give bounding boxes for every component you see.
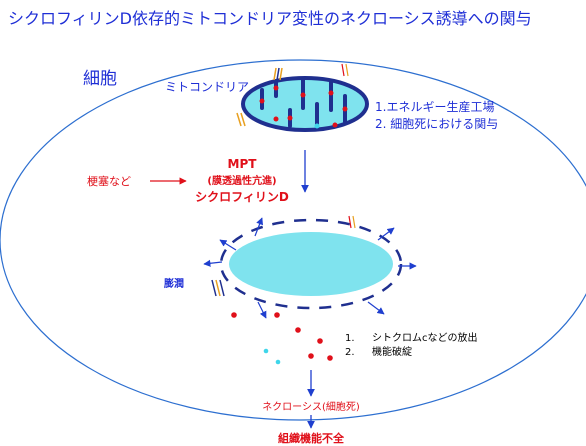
cell-outline — [0, 59, 586, 421]
protein-marker-left — [236, 112, 246, 127]
release-item-2-text: 機能破綻 — [372, 345, 412, 358]
necrosis-label: ネクローシス(細胞死) — [262, 400, 360, 413]
mpt-line-2: (膜透過性亢進) — [207, 174, 276, 187]
swelling-arrow-nw — [219, 239, 237, 251]
swelling-arrow-ne — [377, 227, 395, 241]
mito-label: ミトコンドリア — [165, 80, 249, 94]
mitochondrion-swollen — [219, 218, 403, 310]
mpt-line-1: MPT — [228, 157, 258, 171]
trigger-label: 梗塞など — [87, 174, 131, 188]
mpt-line-3: シクロフィリンD — [195, 190, 289, 204]
mito-role-1: 1.エネルギー生産工場 — [375, 99, 494, 114]
cell-label: 細胞 — [83, 69, 117, 89]
release-item-2-num: 2. — [345, 347, 355, 358]
protein-marker-swollen — [348, 215, 356, 229]
release-item-1-text: シトクロムcなどの放出 — [372, 331, 478, 344]
mitochondrion-normal — [241, 76, 369, 132]
swelling-arrow-w — [203, 259, 223, 267]
swelling-arrow-sw — [257, 301, 267, 319]
diagram-title: シクロフィリンD依存的ミトコンドリア変性のネクローシス誘導への関与 — [8, 9, 532, 28]
swelling-arrow-n — [254, 217, 264, 237]
mito-role-2: 2. 細胞死における関与 — [375, 117, 498, 131]
released-particles — [231, 312, 333, 365]
protein-marker-top — [273, 67, 283, 81]
protein-marker-top-right — [341, 63, 349, 77]
swelling-arrow-se — [367, 301, 385, 315]
protein-marker-swelling — [211, 279, 225, 297]
swelling-label: 膨潤 — [164, 277, 184, 290]
outcome-label: 組織機能不全 — [278, 431, 345, 445]
release-item-1-num: 1. — [345, 333, 355, 344]
